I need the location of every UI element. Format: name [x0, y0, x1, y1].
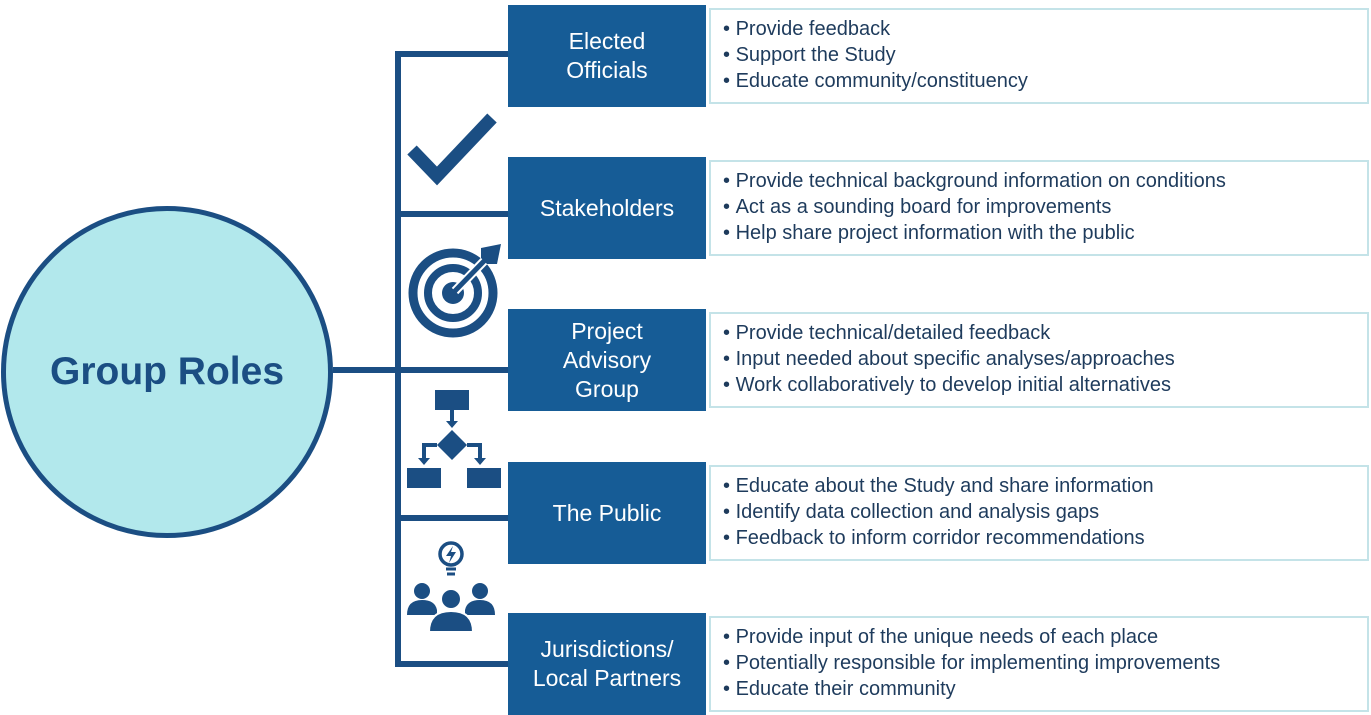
list-item: Support the Study: [723, 42, 1367, 68]
role-label: Jurisdictions/ Local Partners: [532, 636, 682, 691]
role-label: Stakeholders: [539, 194, 675, 221]
list-item: Provide feedback: [723, 16, 1367, 42]
connector-5: [395, 661, 508, 667]
target-icon: [408, 244, 501, 338]
list-item: Educate community/constituency: [723, 68, 1367, 94]
list-item: Educate about the Study and share inform…: [723, 473, 1367, 499]
connector-vertical: [395, 51, 401, 664]
role-box-the-public: The Public: [508, 462, 706, 564]
flowchart-icon: [407, 390, 501, 488]
role-box-jurisdictions: Jurisdictions/ Local Partners: [508, 613, 706, 715]
list-item: Act as a sounding board for improvements: [723, 194, 1367, 220]
list-item: Help share project information with the …: [723, 220, 1367, 246]
role-box-project-advisory-group: Project Advisory Group: [508, 309, 706, 411]
connector-4: [395, 515, 508, 521]
list-item: Provide technical/detailed feedback: [723, 320, 1367, 346]
list-item: Educate their community: [723, 676, 1367, 702]
connector-1: [395, 51, 508, 57]
role-description-elected-officials: Provide feedback Support the Study Educa…: [709, 8, 1369, 104]
list-item: Provide input of the unique needs of eac…: [723, 624, 1367, 650]
list-item: Input needed about specific analyses/app…: [723, 346, 1367, 372]
role-label: Project Advisory Group: [562, 317, 652, 402]
role-box-elected-officials: Elected Officials: [508, 5, 706, 107]
list-item: Identify data collection and analysis ga…: [723, 499, 1367, 525]
connector-center: [333, 367, 508, 373]
role-label: The Public: [552, 499, 662, 526]
list-item: Provide technical background information…: [723, 168, 1367, 194]
team-idea-icon: [407, 541, 495, 633]
list-item: Work collaboratively to develop initial …: [723, 372, 1367, 398]
role-description-jurisdictions: Provide input of the unique needs of eac…: [709, 616, 1369, 712]
list-item: Potentially responsible for implementing…: [723, 650, 1367, 676]
connector-2: [395, 211, 508, 217]
role-box-stakeholders: Stakeholders: [508, 157, 706, 259]
checkmark-icon: [407, 113, 497, 186]
role-label: Elected Officials: [566, 28, 648, 83]
group-roles-circle: Group Roles: [1, 206, 333, 538]
role-description-stakeholders: Provide technical background information…: [709, 160, 1369, 256]
role-description-the-public: Educate about the Study and share inform…: [709, 465, 1369, 561]
role-description-project-advisory-group: Provide technical/detailed feedback Inpu…: [709, 312, 1369, 408]
list-item: Feedback to inform corridor recommendati…: [723, 525, 1367, 551]
diagram-title: Group Roles: [49, 350, 285, 393]
